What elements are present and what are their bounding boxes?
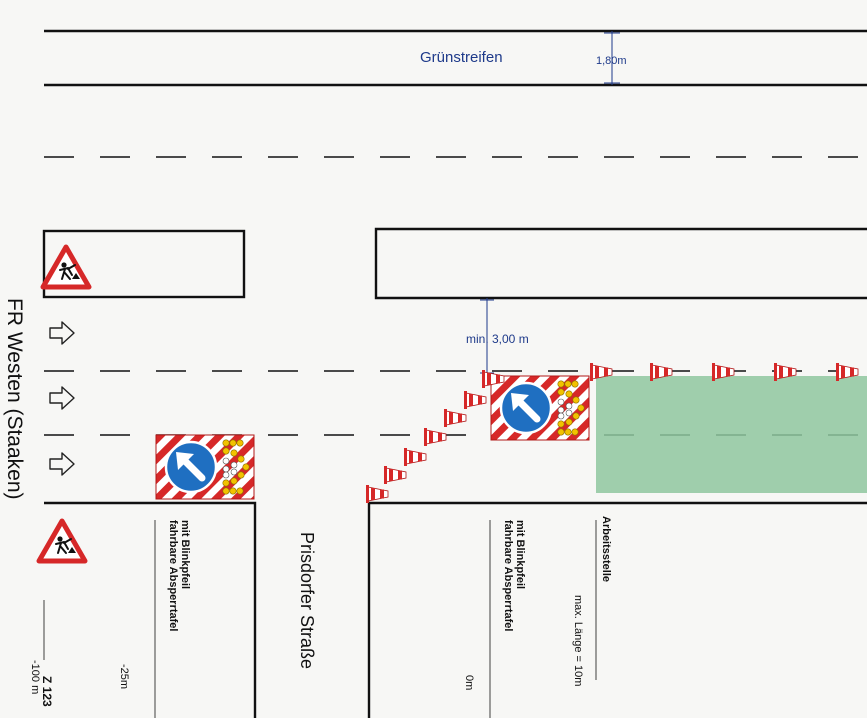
traffic-cone-icon bbox=[463, 390, 487, 410]
curb-left-corner bbox=[44, 501, 257, 718]
worksite-length: max. Länge = 10m bbox=[572, 595, 584, 686]
traffic-cone-icon bbox=[443, 408, 467, 428]
median-island-right bbox=[374, 227, 867, 300]
barrier-label-left: fahrbare Absperrtafelmit Blinkpfeil bbox=[167, 520, 191, 631]
direction-label: FR Westen (Staaken) bbox=[3, 298, 26, 500]
traffic-cone-icon bbox=[383, 465, 407, 485]
outline-arrow-right-icon bbox=[49, 386, 75, 410]
roadworks-warning-sign-icon bbox=[39, 521, 85, 561]
distance-sign-label: -100 m bbox=[29, 660, 41, 694]
distance-right-barrier-label: 0m bbox=[463, 675, 475, 690]
lane-clearance-label: min. 3,00 m bbox=[466, 332, 529, 346]
cross-street-label: Prisdorfer Straße bbox=[297, 532, 317, 669]
mobile-barrier-board-icon bbox=[156, 435, 254, 499]
outline-arrow-right-icon bbox=[49, 321, 75, 345]
traffic-cone-icon bbox=[403, 447, 427, 467]
green-strip-label: Grünstreifen bbox=[420, 49, 503, 66]
traffic-cone-icon bbox=[365, 484, 389, 504]
distance-left-barrier-label: -25m bbox=[118, 664, 130, 689]
barrier-label-right: fahrbare Absperrtafelmit Blinkpfeil bbox=[502, 520, 526, 631]
cone-taper bbox=[365, 369, 505, 504]
roadworks-warning-sign-icon bbox=[43, 247, 89, 287]
traffic-cone-icon bbox=[423, 427, 447, 447]
mobile-barrier-board-icon bbox=[491, 376, 589, 440]
sign-code-label: Z 123 bbox=[40, 676, 54, 707]
curb-right-corner bbox=[367, 501, 867, 718]
median-island-left bbox=[42, 229, 246, 299]
worksite-area bbox=[596, 376, 867, 493]
outline-arrow-right-icon bbox=[49, 452, 75, 476]
green-strip-width: 1,80m bbox=[596, 55, 627, 67]
worksite-title: Arbeitsstelle bbox=[600, 516, 612, 582]
